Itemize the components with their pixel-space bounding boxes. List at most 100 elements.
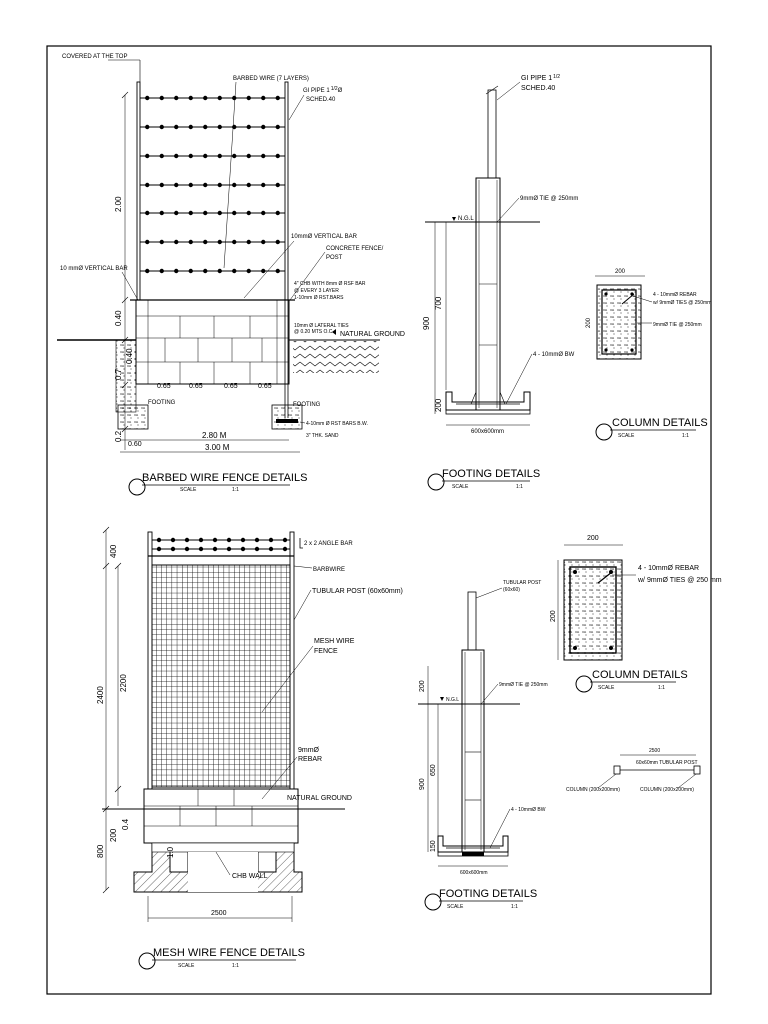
barb bbox=[203, 95, 208, 101]
barb bbox=[232, 182, 237, 188]
barb bbox=[188, 153, 193, 159]
dim-900-b: 900 bbox=[419, 778, 426, 790]
barb bbox=[170, 537, 176, 543]
barb bbox=[170, 546, 176, 552]
tubular-post-label-2b: (60x60) bbox=[503, 587, 520, 593]
column-2 bbox=[461, 649, 485, 853]
barb bbox=[159, 210, 164, 216]
barb bbox=[226, 537, 232, 543]
sheet-border bbox=[46, 45, 712, 995]
barb bbox=[156, 537, 162, 543]
svg-text:SCALE: SCALE bbox=[452, 484, 469, 490]
barb bbox=[174, 153, 179, 159]
barb bbox=[212, 546, 218, 552]
col2-rebar: 4 - 10mmØ REBAR bbox=[638, 565, 699, 572]
mesh-barbwires bbox=[152, 537, 290, 552]
dim-0-65-4: 0.65 bbox=[258, 383, 272, 390]
dim-3-00: 3.00 M bbox=[205, 443, 230, 452]
barb bbox=[174, 239, 179, 245]
barb bbox=[159, 95, 164, 101]
dim-0-65-3: 0.65 bbox=[224, 383, 238, 390]
barb bbox=[217, 182, 222, 188]
footing-pad bbox=[445, 391, 531, 411]
barb bbox=[174, 95, 179, 101]
barb bbox=[232, 124, 237, 130]
plan-col-right bbox=[693, 765, 701, 775]
svg-text:1:1: 1:1 bbox=[232, 963, 239, 969]
barb bbox=[145, 124, 150, 130]
barb bbox=[159, 268, 164, 274]
plan-detail: 2500 60x60mm TUBULAR POST COLUMN (200x20… bbox=[566, 748, 701, 793]
barb bbox=[203, 124, 208, 130]
barb bbox=[145, 268, 150, 274]
barb bbox=[268, 546, 274, 552]
chb-note-1: 4" CHB WITH 8mm Ø RSF BAR bbox=[294, 281, 366, 287]
barb bbox=[174, 124, 179, 130]
barb bbox=[198, 537, 204, 543]
barb bbox=[203, 239, 208, 245]
mesh-natural-ground: NATURAL GROUND bbox=[287, 795, 352, 802]
lateral-ties-1: 10mm Ø LATERAL TIES bbox=[294, 323, 349, 329]
plan-col-right-label: COLUMN (200x200mm) bbox=[640, 787, 694, 793]
barb bbox=[145, 153, 150, 159]
barb bbox=[159, 153, 164, 159]
column-section-1 bbox=[596, 284, 642, 360]
footing-pad-2 bbox=[437, 835, 509, 853]
rebar-label-2: REBAR bbox=[298, 756, 322, 763]
barb bbox=[275, 182, 280, 188]
col2-dim-side: 200 bbox=[550, 610, 557, 622]
chb-note-2: @ EVERY 3 LAYER bbox=[294, 288, 339, 294]
sched-label-2: SCHED.40 bbox=[521, 85, 555, 92]
col1-dim-top: 200 bbox=[615, 269, 626, 275]
barb bbox=[212, 537, 218, 543]
concrete-fence-label: CONCRETE FENCE/ bbox=[326, 246, 384, 252]
barb bbox=[246, 124, 251, 130]
chb-note-3: 1-10mm Ø RST.BARS bbox=[294, 295, 344, 301]
barb bbox=[226, 546, 232, 552]
dim-0-40-b: 0.40 bbox=[125, 348, 134, 364]
footing-right bbox=[271, 404, 303, 430]
svg-text:1:1: 1:1 bbox=[682, 433, 689, 439]
ground-hatch bbox=[293, 341, 379, 373]
barb bbox=[254, 546, 260, 552]
dim-650-b: 650 bbox=[430, 764, 437, 776]
tubular-post-label: TUBULAR POST (60x60mm) bbox=[312, 588, 403, 595]
barb bbox=[188, 95, 193, 101]
barb bbox=[203, 268, 208, 274]
mesh-post-right bbox=[289, 531, 295, 795]
barb bbox=[282, 537, 288, 543]
lateral-ties-2: @ 0.20 MTS O.C. bbox=[294, 329, 334, 335]
column-section-2 bbox=[563, 559, 623, 661]
barb bbox=[246, 210, 251, 216]
barb bbox=[246, 239, 251, 245]
col1-dim-side: 200 bbox=[586, 317, 592, 328]
size-label-2: 600x600mm bbox=[460, 870, 488, 876]
footing-title-1: FOOTING DETAILS bbox=[442, 468, 540, 480]
dim-0-4-mesh: 0.4 bbox=[121, 818, 130, 830]
barb bbox=[232, 95, 237, 101]
bw-label-2: 4 - 10mmØ BW bbox=[511, 807, 546, 813]
sched-label: SCHED.40 bbox=[306, 97, 336, 103]
tie-label: 9mmØ TIE @ 250mm bbox=[520, 196, 578, 202]
barb bbox=[188, 210, 193, 216]
svg-text:1:1: 1:1 bbox=[511, 904, 518, 910]
column-details-top: 200 200 4 - 10mmØ REBAR w/ 9mmØ TIES @ 2… bbox=[586, 269, 711, 441]
barb bbox=[275, 95, 280, 101]
dim-0-60: 0.60 bbox=[128, 441, 142, 448]
svg-text:SCALE: SCALE bbox=[447, 904, 464, 910]
natural-ground-label: NATURAL GROUND bbox=[340, 331, 405, 338]
barb bbox=[268, 537, 274, 543]
barb bbox=[174, 182, 179, 188]
col2-ties: w/ 9mmØ TIES @ 250 mm bbox=[637, 577, 722, 584]
barb bbox=[246, 153, 251, 159]
barb bbox=[261, 153, 266, 159]
svg-text:SCALE: SCALE bbox=[178, 963, 195, 969]
dim-2200: 2200 bbox=[119, 674, 128, 692]
vertical-bar-left-label: 10 mmØ VERTICAL BAR bbox=[60, 266, 128, 272]
dim-0-65-1: 0.65 bbox=[157, 383, 171, 390]
vertical-bar-10-label: 10mmØ VERTICAL BAR bbox=[291, 234, 358, 240]
barbed-wire-fence-details: COVERED AT THE TOP BARBED WIRE (7 LAYERS… bbox=[57, 54, 405, 496]
plan-col-left-label: COLUMN (200x200mm) bbox=[566, 787, 620, 793]
rebar-label-1: 9mmØ bbox=[298, 747, 320, 754]
barb bbox=[188, 182, 193, 188]
